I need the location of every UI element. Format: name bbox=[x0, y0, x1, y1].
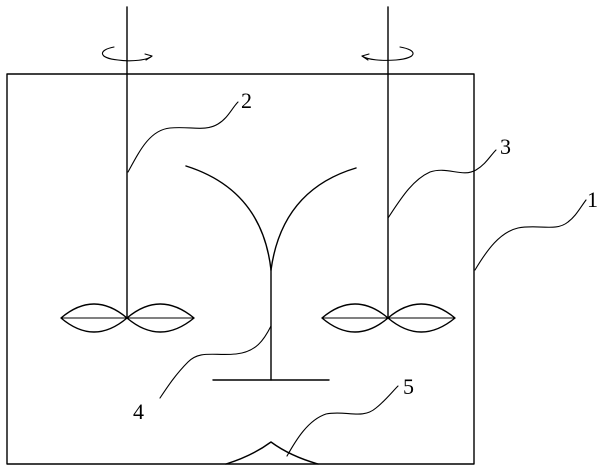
leader-line-5 bbox=[286, 385, 399, 457]
bottom-bump bbox=[225, 441, 319, 465]
left-impeller bbox=[60, 303, 195, 333]
leader-line-4 bbox=[159, 325, 272, 399]
baffle-left-arm bbox=[185, 165, 272, 271]
tank-body bbox=[6, 73, 475, 465]
left-stirrer bbox=[60, 6, 195, 333]
label-3: 3 bbox=[500, 134, 511, 159]
label-5: 5 bbox=[403, 374, 414, 399]
leader-line-3 bbox=[387, 149, 497, 219]
label-1: 1 bbox=[587, 187, 598, 212]
center-baffle bbox=[185, 165, 357, 381]
left-rotation-arrow bbox=[101, 46, 153, 62]
left-rotation-arrowhead bbox=[144, 53, 153, 61]
right-stirrer bbox=[321, 6, 456, 333]
right-impeller bbox=[321, 303, 456, 333]
leader-line-1 bbox=[474, 199, 587, 271]
label-2: 2 bbox=[241, 88, 252, 113]
leader-line-2 bbox=[127, 101, 239, 173]
right-rotation-arrow bbox=[361, 46, 414, 61]
baffle-right-arm bbox=[270, 167, 357, 271]
right-rotation-arrowhead bbox=[361, 53, 370, 61]
label-4: 4 bbox=[133, 399, 144, 424]
